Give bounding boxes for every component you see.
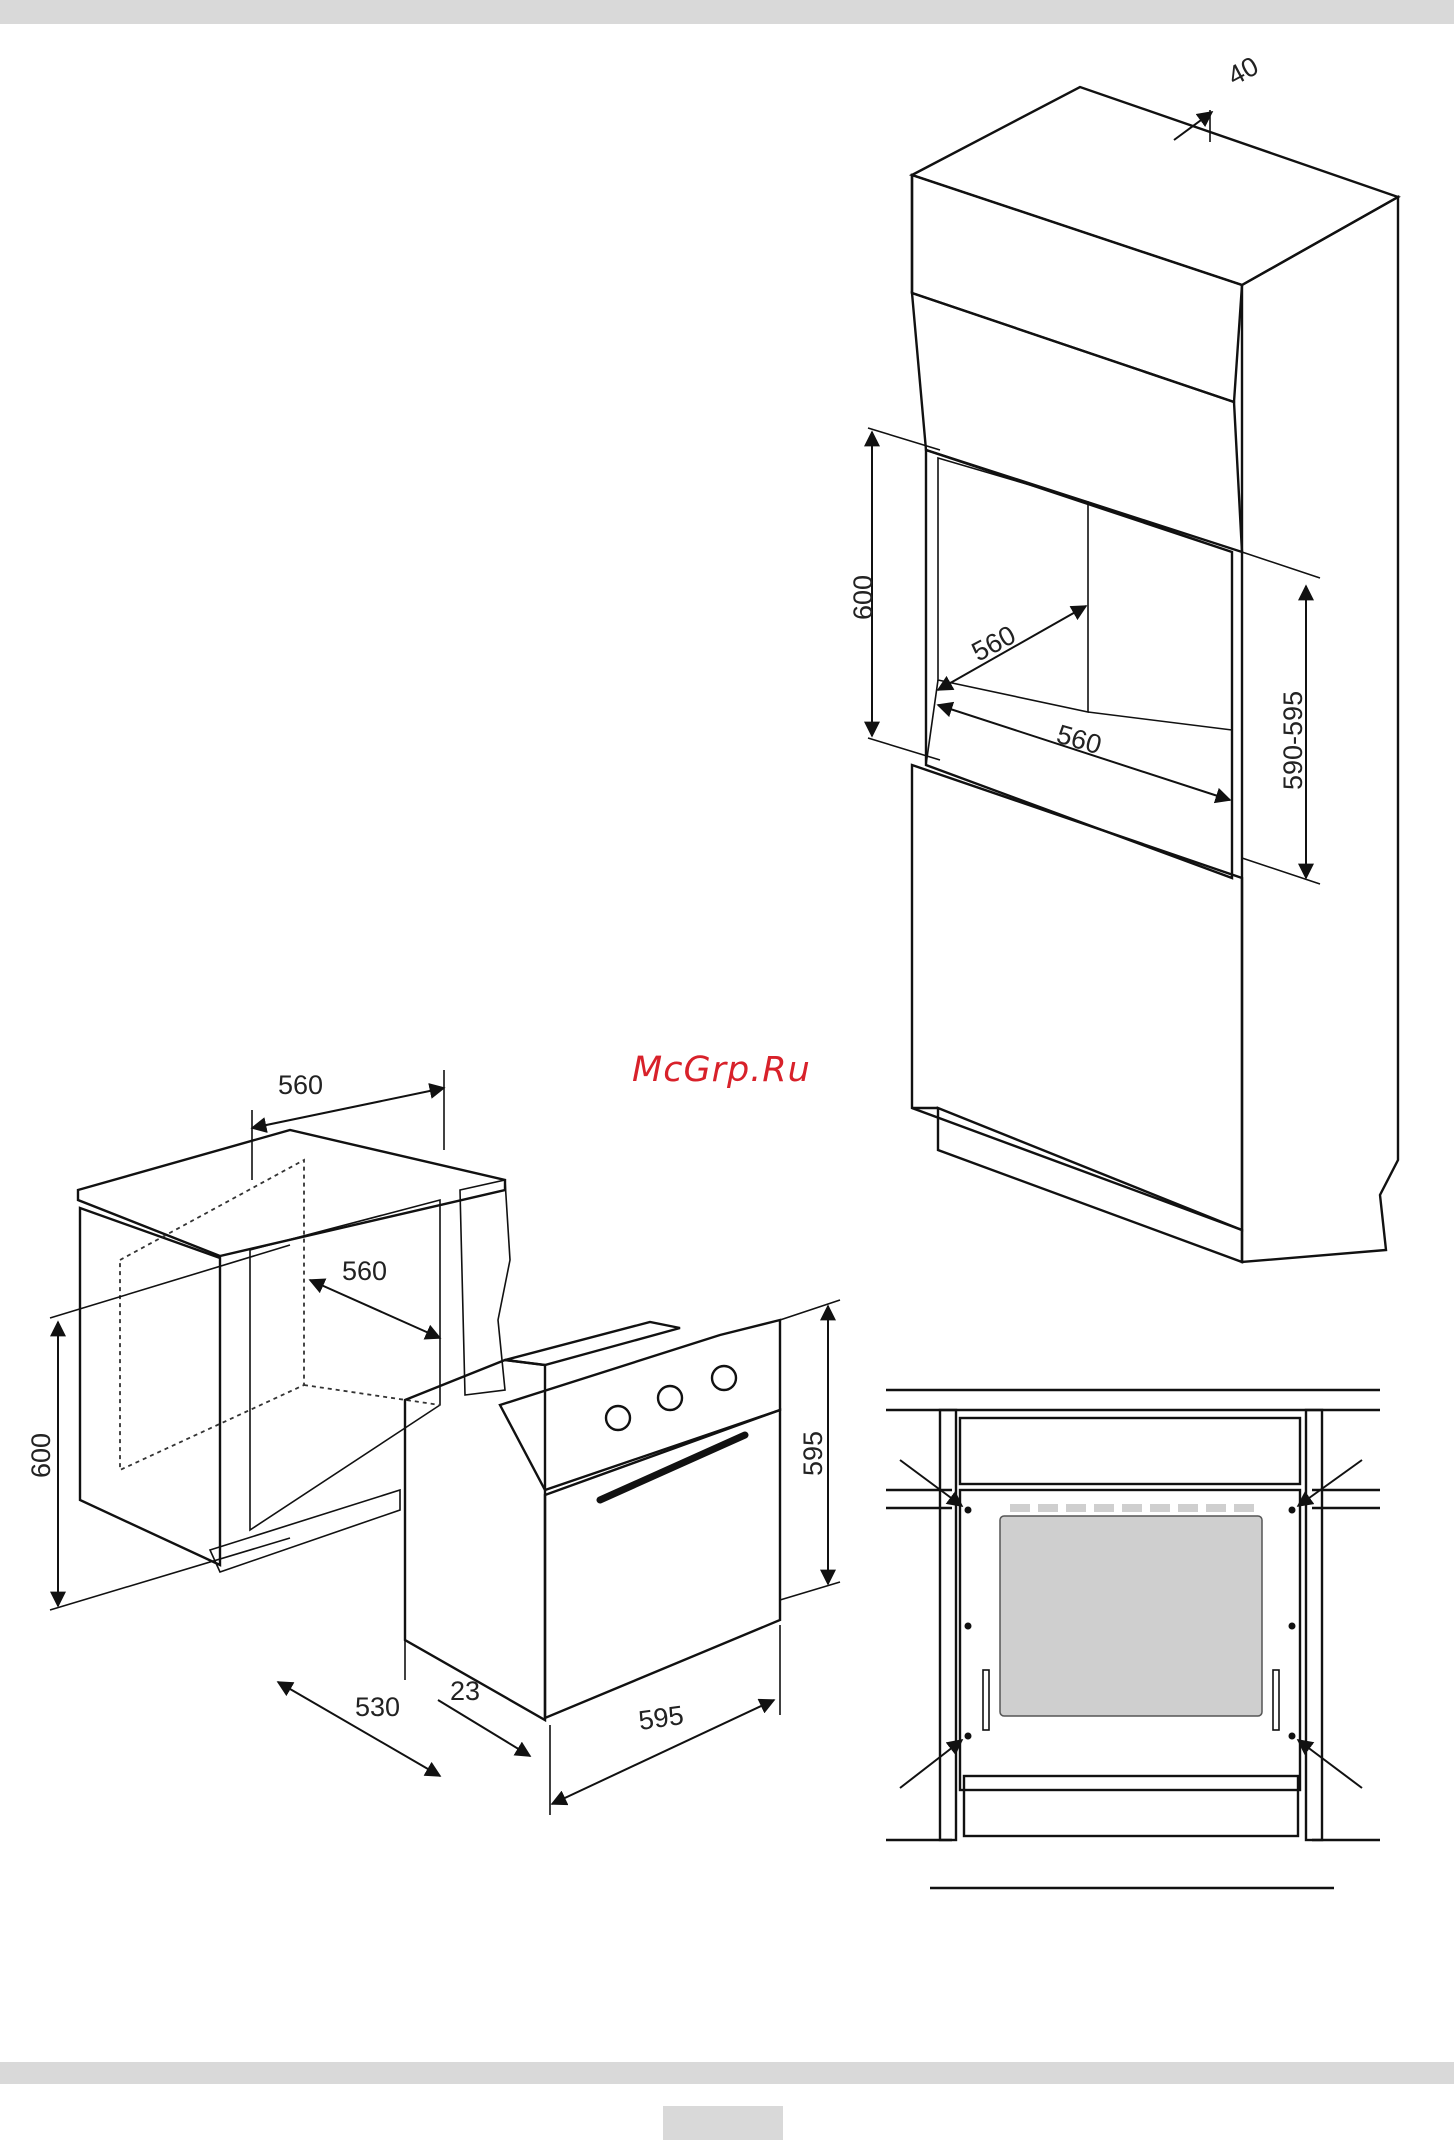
front-right-wall — [1306, 1410, 1322, 1840]
dim-niche-width-label: 560 — [1053, 719, 1105, 760]
front-oven-window — [1000, 1516, 1262, 1716]
oven-knob-right — [712, 1366, 736, 1390]
plinth — [938, 1108, 1242, 1262]
undercounter-drawing: 560 560 600 595 530 23 595 — [26, 1070, 840, 1815]
dim-cabinet-depth-label: 560 — [342, 1256, 387, 1286]
screw-arrow-top-right — [1298, 1460, 1362, 1506]
tall-cabinet-drawing: 40 600 560 560 590-595 — [848, 51, 1398, 1262]
screw-arrow-bottom-right — [1298, 1740, 1362, 1788]
oven-door — [545, 1410, 780, 1718]
screw-arrow-top-left — [900, 1460, 962, 1506]
dim-cabinet-width-label: 560 — [278, 1070, 323, 1100]
dim-oven-height-range-label: 590-595 — [1278, 691, 1308, 790]
dim-oven-width-label: 595 — [637, 1700, 686, 1736]
dim-front-thickness-label: 23 — [450, 1676, 480, 1706]
dim-niche-depth-label: 560 — [967, 620, 1021, 668]
oven-control-panel — [500, 1320, 780, 1490]
front-drawer — [964, 1776, 1298, 1836]
front-left-wall — [940, 1410, 956, 1840]
cabinet-niche — [250, 1200, 440, 1530]
dim-oven-depth-label: 530 — [355, 1692, 400, 1722]
cabinet-side — [80, 1208, 220, 1565]
screw-arrow-bottom-left — [900, 1740, 962, 1788]
oven-niche — [926, 450, 1232, 878]
dim-top-gap-label: 40 — [1223, 51, 1264, 92]
watermark: McGrp.Ru — [632, 1050, 811, 1090]
upper-door — [912, 175, 1242, 402]
oven-knob-left — [606, 1406, 630, 1430]
dim-niche-height-label: 600 — [848, 575, 878, 620]
lower-door — [912, 765, 1242, 1230]
countertop — [78, 1130, 505, 1256]
dim-oven-height-label: 595 — [798, 1431, 828, 1476]
tall-cabinet-side — [1242, 197, 1398, 1262]
dim-cabinet-height-label: 600 — [26, 1433, 56, 1478]
front-view-drawing — [886, 1390, 1380, 1888]
oven-knob-middle — [658, 1386, 682, 1410]
